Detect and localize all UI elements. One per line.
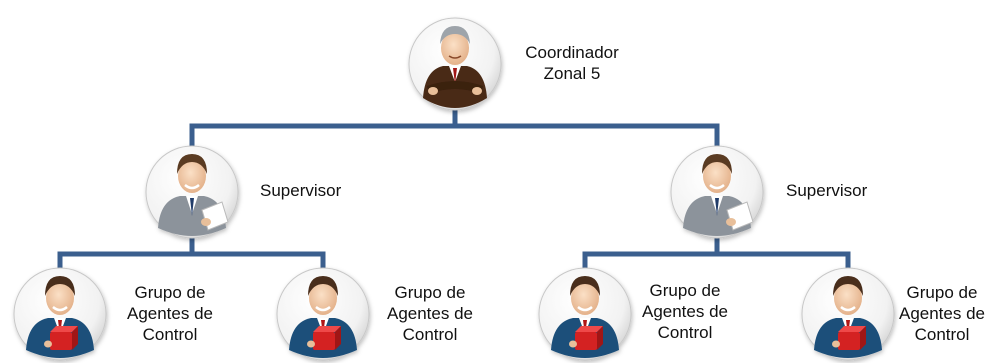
- agent-holding-box-icon: [12, 266, 108, 362]
- agent-group-label-1: Grupo de Agentes de Control: [115, 282, 225, 345]
- supervisor-label-left: Supervisor: [260, 180, 341, 201]
- root-title-line2: Zonal 5: [543, 64, 601, 83]
- agent-group-line1: Grupo de: [134, 283, 206, 302]
- agent-group-line2: Agentes de: [898, 304, 985, 323]
- businessman-holding-papers-icon: [669, 144, 765, 240]
- agent-group-label-2: Grupo de Agentes de Control: [375, 282, 485, 345]
- businessman-holding-papers-icon: [144, 144, 240, 240]
- agent-group-line3: Control: [142, 325, 198, 344]
- supervisor-label-text: Supervisor: [260, 181, 342, 200]
- agent-holding-box-icon: [537, 266, 633, 362]
- supervisor-label-text: Supervisor: [786, 181, 868, 200]
- agent-holding-box-icon: [800, 266, 896, 362]
- agent-group-line3: Control: [402, 325, 458, 344]
- businessman-arms-crossed-icon: [408, 17, 502, 111]
- root-title-line1: Coordinador: [525, 43, 619, 62]
- root-label: Coordinador Zonal 5: [508, 42, 636, 84]
- agent-group-line3: Control: [657, 323, 713, 342]
- connector-lines: [57, 105, 851, 271]
- agent-group-line2: Agentes de: [126, 304, 213, 323]
- agent-group-line2: Agentes de: [386, 304, 473, 323]
- agent-group-line1: Grupo de: [649, 281, 721, 300]
- supervisor-label-right: Supervisor: [786, 180, 867, 201]
- agent-group-line1: Grupo de: [906, 283, 978, 302]
- agent-group-label-4: Grupo de Agentes de Control: [887, 282, 997, 345]
- agent-group-line2: Agentes de: [641, 302, 728, 321]
- agent-group-line1: Grupo de: [394, 283, 466, 302]
- agent-holding-box-icon: [275, 266, 371, 362]
- agent-group-label-3: Grupo de Agentes de Control: [630, 280, 740, 343]
- agent-group-line3: Control: [914, 325, 970, 344]
